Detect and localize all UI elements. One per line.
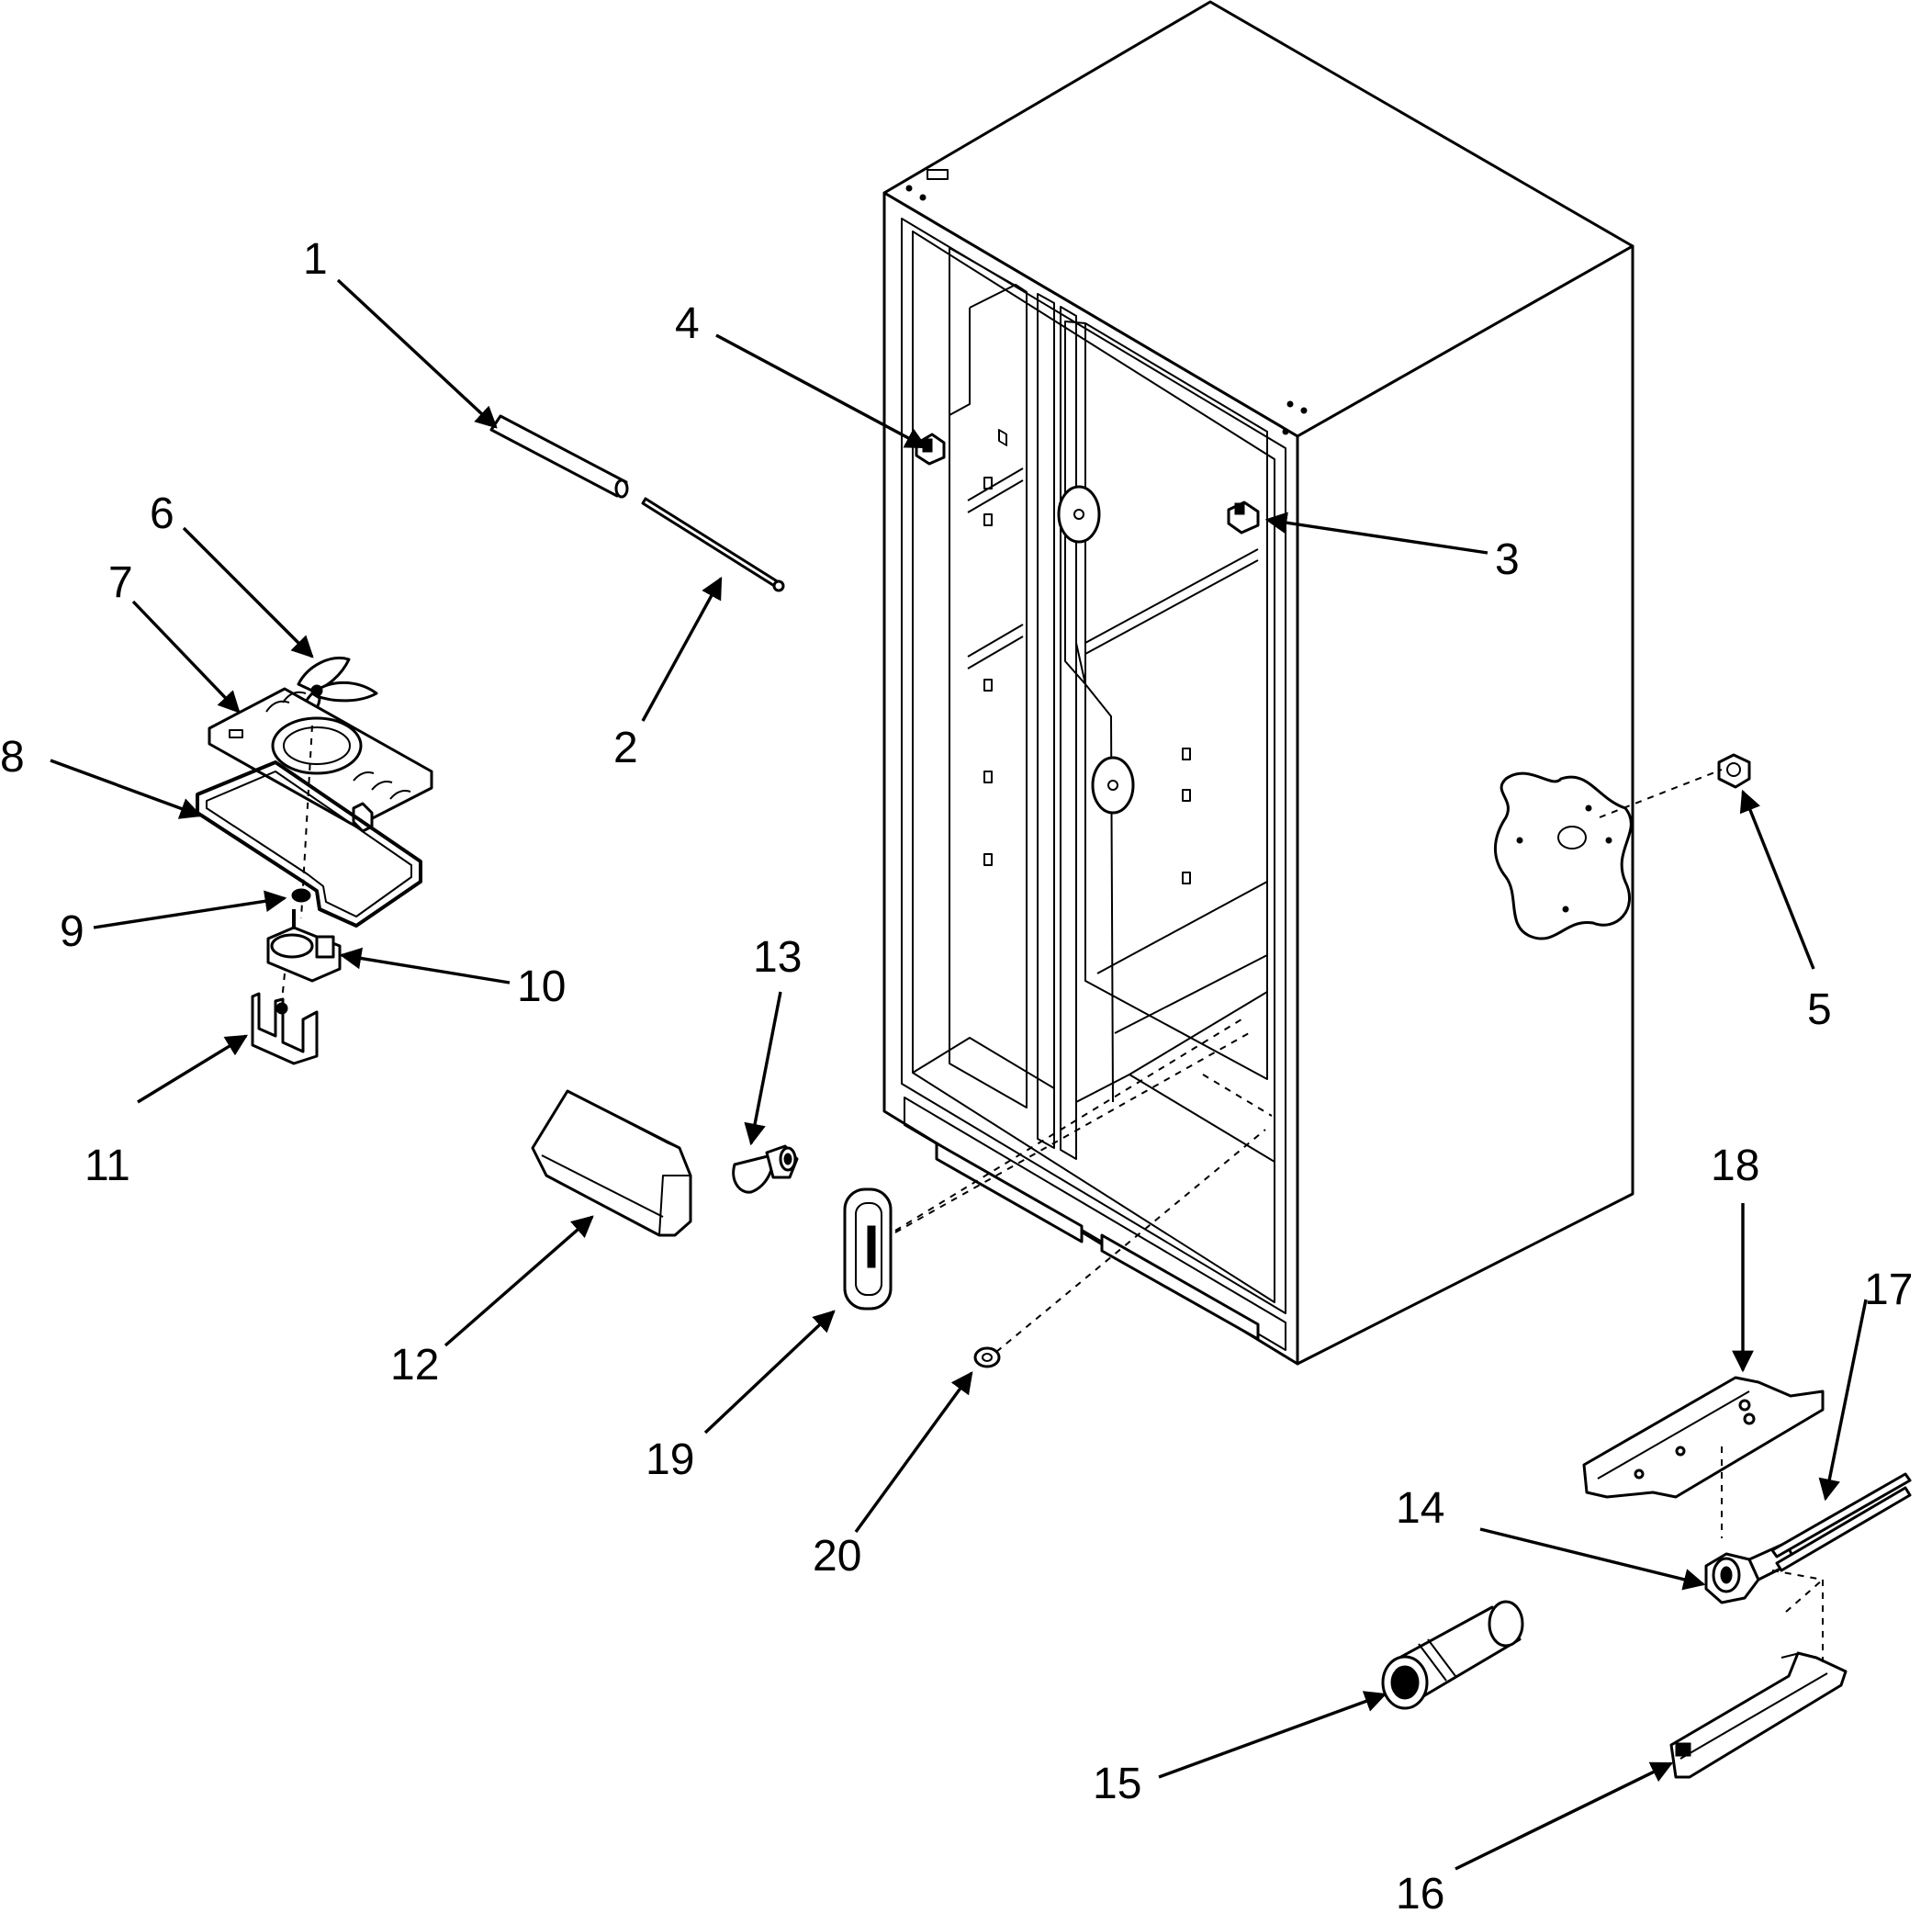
part-10-fan-motor (266, 909, 342, 983)
leader-3 (1264, 512, 1488, 555)
callout-19: 19 (646, 1435, 694, 1484)
part-8-seal (196, 760, 422, 928)
leader-8 (50, 759, 203, 819)
cabinet-front-frame (882, 191, 1299, 1366)
leader-10 (339, 947, 511, 985)
callout-9: 9 (60, 907, 84, 956)
callout-1: 1 (303, 235, 328, 284)
part-7-fan-bracket (208, 687, 433, 833)
callout-labels: 1 2 3 4 5 6 7 8 9 10 11 12 13 14 15 16 1… (0, 235, 1913, 1913)
leader-15 (1158, 1691, 1387, 1779)
leader-5 (1739, 789, 1815, 970)
callout-20: 20 (813, 1532, 861, 1581)
part-13-light-socket (732, 1144, 799, 1194)
leader-7 (131, 600, 241, 714)
leader-16 (1455, 1761, 1674, 1871)
callout-14: 14 (1396, 1484, 1444, 1533)
leader-9 (93, 890, 287, 929)
part-17-water-tube (1770, 1472, 1912, 1572)
callout-4: 4 (675, 299, 700, 348)
leader-4 (715, 333, 928, 449)
callout-17: 17 (1864, 1266, 1913, 1314)
part-19-light-housing (843, 1187, 893, 1311)
callout-6: 6 (150, 490, 174, 538)
leader-2 (641, 576, 723, 722)
part-16-filter-housing-lower (1669, 1651, 1848, 1779)
leader-lines (50, 278, 1868, 1871)
leader-6 (182, 526, 314, 658)
part-15-water-filter (1381, 1600, 1524, 1710)
callout-5: 5 (1807, 985, 1832, 1034)
leader-12 (444, 1215, 594, 1347)
callout-7: 7 (108, 558, 133, 607)
part-2-rod (641, 497, 785, 592)
callout-10: 10 (517, 962, 566, 1011)
callout-11: 11 (84, 1142, 130, 1190)
callout-8: 8 (0, 733, 25, 782)
callout-3: 3 (1495, 535, 1520, 584)
callout-15: 15 (1093, 1760, 1141, 1808)
part-12-cover (531, 1089, 692, 1237)
part-9-spacer (291, 888, 311, 903)
leader-19 (703, 1310, 836, 1435)
part-3-clip (1227, 501, 1260, 535)
refrigerator-cabinet (882, 0, 1634, 1366)
callout-16: 16 (1396, 1870, 1444, 1913)
leader-14 (1479, 1527, 1706, 1591)
part-14-valve (1704, 1541, 1797, 1604)
part-1-tube (489, 414, 629, 499)
leader-1 (336, 278, 498, 429)
part-20-grommet (973, 1346, 1001, 1368)
leader-17 (1818, 1299, 1868, 1502)
leader-20 (854, 1371, 973, 1534)
part-11-motor-bracket (251, 992, 319, 1065)
part-18-filter-housing-upper (1582, 1376, 1825, 1499)
leader-11 (137, 1034, 249, 1104)
callout-18: 18 (1711, 1142, 1759, 1190)
callout-13: 13 (753, 933, 802, 982)
leader-13 (744, 991, 782, 1146)
callout-12: 12 (390, 1341, 439, 1390)
assembly-lines (281, 725, 1824, 1662)
part-5-bushing (1717, 753, 1751, 789)
callout-2: 2 (613, 724, 638, 772)
side-mounting-plate (1493, 771, 1633, 940)
